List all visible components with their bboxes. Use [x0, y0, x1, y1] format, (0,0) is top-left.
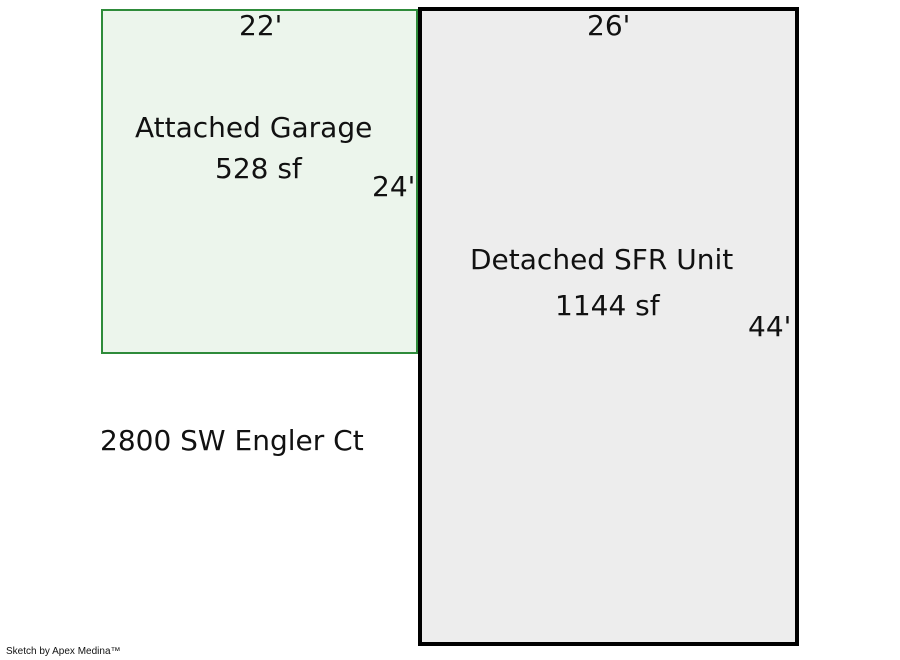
unit-name-label: Detached SFR Unit — [470, 243, 734, 276]
unit-depth-label: 44' — [748, 310, 792, 343]
attached-garage-area — [101, 9, 418, 354]
unit-width-label: 26' — [587, 9, 631, 42]
detached-sfr-unit-area — [418, 7, 799, 646]
garage-name-label: Attached Garage — [135, 111, 373, 144]
sketch-credit: Sketch by Apex Medina™ — [6, 646, 121, 657]
garage-depth-label: 24' — [372, 170, 416, 203]
garage-width-label: 22' — [239, 9, 283, 42]
garage-area-label: 528 sf — [215, 152, 302, 185]
unit-area-label: 1144 sf — [555, 289, 660, 322]
property-address: 2800 SW Engler Ct — [100, 424, 364, 457]
